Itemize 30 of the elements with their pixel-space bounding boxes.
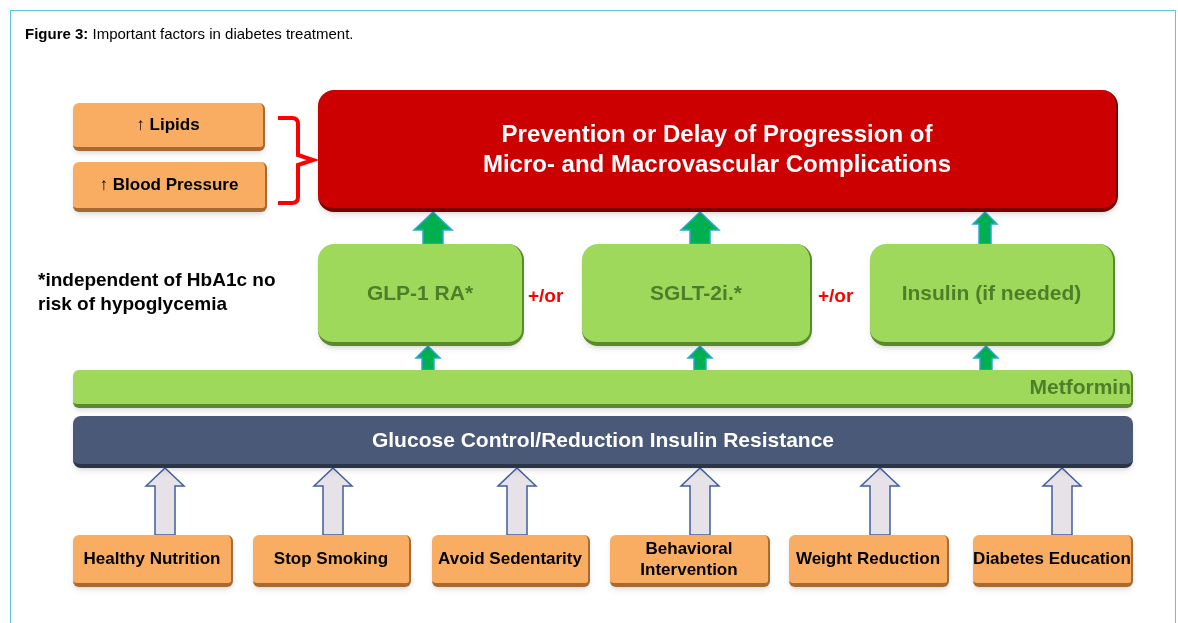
factor-box: Behavioral Intervention	[610, 535, 770, 587]
glucose-control-bar: Glucose Control/Reduction Insulin Resistance	[73, 416, 1133, 468]
factor-box: ↑ Blood Pressure	[73, 162, 267, 212]
hollow-arrow	[496, 466, 538, 536]
factor-box: Weight Reduction	[789, 535, 949, 587]
hollow-arrow	[312, 466, 354, 536]
factor-box: Diabetes Education	[973, 535, 1133, 587]
connector-text: +/or	[528, 284, 565, 308]
hollow-arrow	[1041, 466, 1083, 536]
factor-box: Stop Smoking	[253, 535, 411, 587]
block-arrow	[686, 344, 714, 371]
drug-box: GLP-1 RA*	[318, 244, 524, 346]
footnote-text: *independent of HbA1c no risk of hypoglycemia	[38, 268, 277, 316]
hollow-arrow	[144, 466, 186, 536]
factor-box: ↑ Lipids	[73, 103, 265, 151]
connector-text: +/or	[818, 284, 855, 308]
drug-box: SGLT-2i.*	[582, 244, 812, 346]
figure-title: Figure 3: Important factors in diabetes treatment.	[25, 24, 354, 44]
metformin-bar: Metformin	[73, 370, 1133, 408]
hollow-arrow	[679, 466, 721, 536]
factor-box: Healthy Nutrition	[73, 535, 233, 587]
outcome-box: Prevention or Delay of Progression of Micro- and Macrovascular Complications	[318, 90, 1118, 212]
block-arrow	[679, 210, 721, 245]
block-arrow	[972, 344, 1000, 371]
block-arrow	[412, 210, 454, 245]
block-arrow	[414, 344, 442, 371]
hollow-arrow	[859, 466, 901, 536]
factor-box: Avoid Sedentarity	[432, 535, 590, 587]
block-arrow	[971, 210, 999, 245]
drug-box: Insulin (if needed)	[870, 244, 1115, 346]
